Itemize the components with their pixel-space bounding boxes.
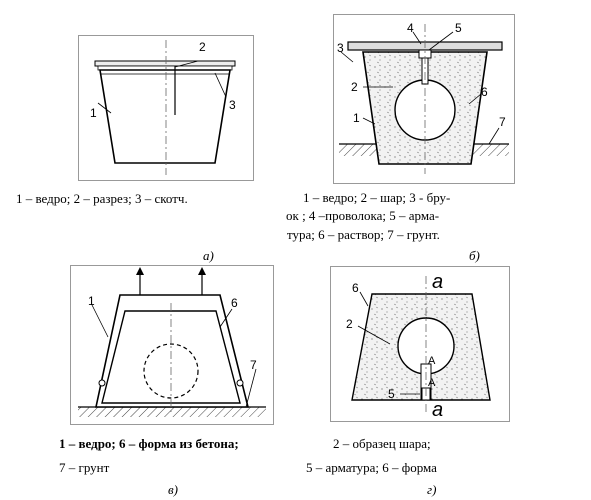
- panel-d-tag: г): [427, 482, 437, 497]
- panel-b-diagram: 3 2 4 5 6 1 7: [333, 14, 515, 184]
- label-1: 1: [353, 111, 360, 125]
- label-2: 2: [199, 40, 206, 54]
- ball-void: [143, 343, 199, 399]
- panel-d-frame: [330, 266, 510, 422]
- panel-d-caption-line1: 2 – образец шара;: [333, 436, 431, 451]
- panel-b-caption-line1: 1 – ведро; 2 – шар; 3 - бру-: [303, 190, 451, 205]
- label-A-lower: A: [428, 377, 436, 389]
- label-3: 3: [337, 41, 344, 55]
- panel-c-caption-line2: 7 – грунт: [59, 460, 110, 475]
- panel-a-diagram: 1 2 3: [78, 35, 254, 181]
- panel-b-frame: [333, 14, 515, 184]
- panel-a-tag: а): [203, 248, 214, 263]
- label-3: 3: [229, 98, 236, 112]
- panel-c-frame: [70, 265, 274, 425]
- label-6: 6: [481, 85, 488, 99]
- label-5: 5: [455, 21, 462, 35]
- label-6: 6: [231, 296, 238, 310]
- panel-b-caption-line3: тура; 6 – раствор; 7 – грунт.: [287, 227, 440, 242]
- label-7: 7: [499, 115, 506, 129]
- panel-a-caption: 1 – ведро; 2 – разрез; 3 – скотч.: [16, 191, 188, 206]
- label-2: 2: [351, 80, 358, 94]
- bucket-rim: [94, 60, 236, 67]
- label-5: 5: [388, 387, 395, 401]
- label-7: 7: [250, 358, 257, 372]
- panel-d-diagram: 6 2 5 A A a a: [330, 266, 510, 422]
- panel-c-caption-line1: 1 – ведро; 6 – форма из бетона;: [59, 436, 239, 451]
- panel-c-diagram: 1 6 7: [70, 265, 274, 425]
- panel-b-tag: б): [469, 248, 480, 263]
- label-1: 1: [88, 294, 95, 308]
- label-4: 4: [407, 21, 414, 35]
- panel-d-caption-line2: 5 – арматура; 6 – форма: [306, 460, 437, 475]
- label-2: 2: [346, 317, 353, 331]
- ground: [78, 407, 266, 417]
- label-1: 1: [90, 106, 97, 120]
- label-6: 6: [352, 281, 359, 295]
- panel-a-frame: [78, 35, 254, 181]
- label-a-bottom: a: [432, 399, 443, 421]
- bucket-body: [99, 69, 231, 164]
- label-a-top: a: [432, 271, 443, 293]
- panel-b-caption-line2: ок ; 4 –проволока; 5 – арма-: [286, 208, 440, 223]
- panel-c-tag: в): [168, 482, 178, 497]
- label-A-upper: A: [428, 355, 436, 367]
